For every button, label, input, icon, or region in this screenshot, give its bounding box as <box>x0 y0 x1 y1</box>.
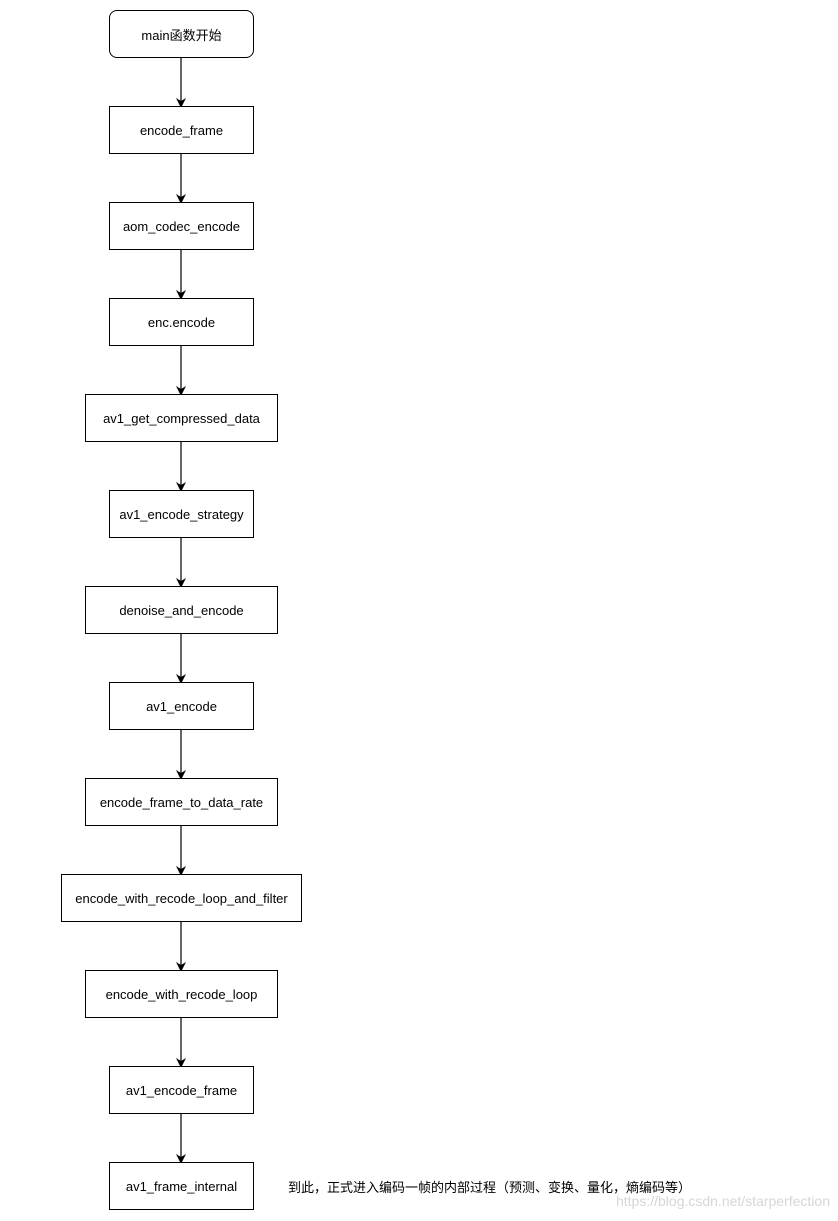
node-encode-with-recode-loop: encode_with_recode_loop <box>85 970 278 1018</box>
node-enc-encode: enc.encode <box>109 298 254 346</box>
node-av1-encode: av1_encode <box>109 682 254 730</box>
start-node: main函数开始 <box>109 10 254 58</box>
annotation-note: 到此，正式进入编码一帧的内部过程（预测、变换、量化，熵编码等） <box>288 1181 692 1196</box>
node-aom-codec-encode: aom_codec_encode <box>109 202 254 250</box>
node-av1-get-compressed-data: av1_get_compressed_data <box>85 394 278 442</box>
node-encode-frame: encode_frame <box>109 106 254 154</box>
node-encode-with-recode-loop-and-filter: encode_with_recode_loop_and_filter <box>61 874 302 922</box>
node-denoise-and-encode: denoise_and_encode <box>85 586 278 634</box>
node-av1-encode-frame: av1_encode_frame <box>109 1066 254 1114</box>
node-av1-frame-internal: av1_frame_internal <box>109 1162 254 1210</box>
watermark: https://blog.csdn.net/starperfection <box>615 1193 830 1209</box>
node-encode-frame-to-data-rate: encode_frame_to_data_rate <box>85 778 278 826</box>
node-av1-encode-strategy: av1_encode_strategy <box>109 490 254 538</box>
